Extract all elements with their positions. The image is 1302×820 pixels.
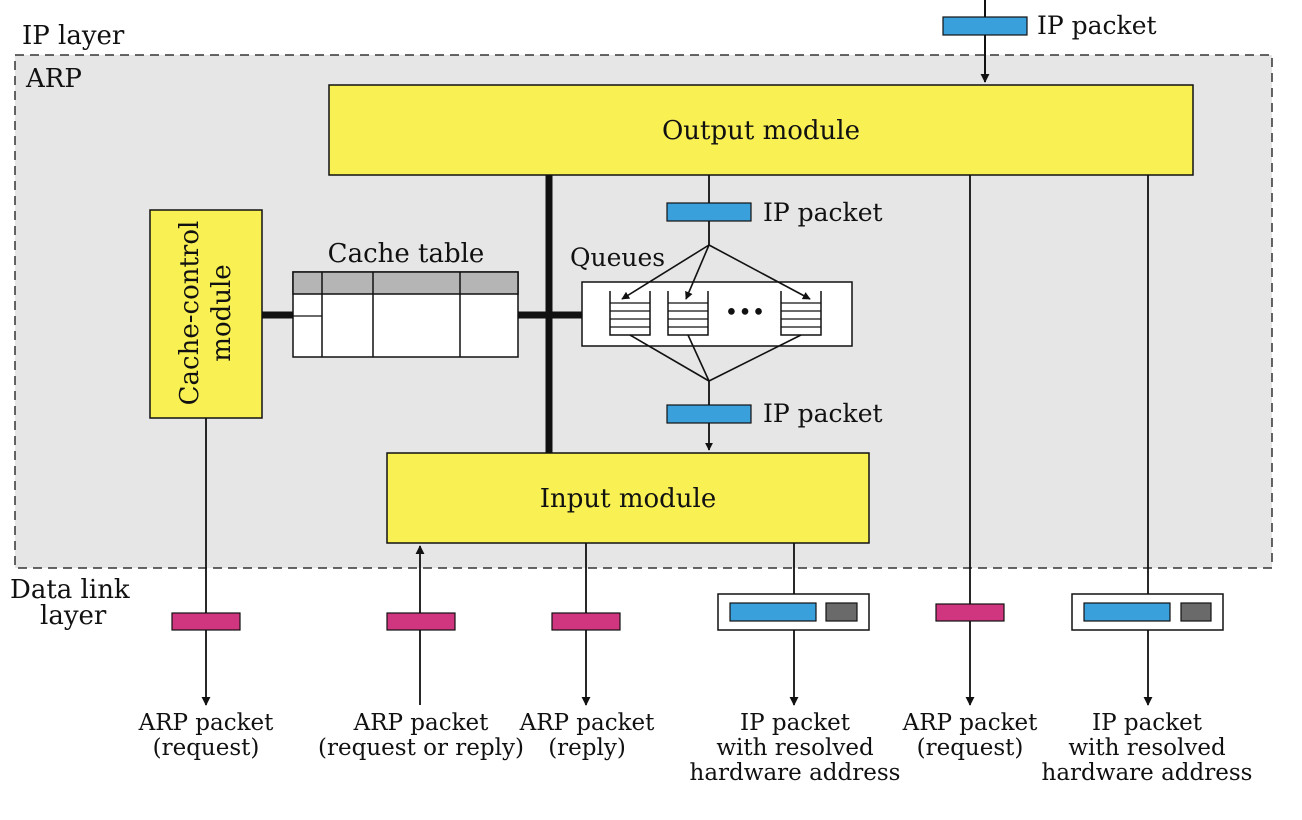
bottom-label-1-line2: (request) — [153, 735, 260, 761]
queue-fanin-line — [708, 334, 802, 382]
queues-ellipsis: ••• — [725, 300, 766, 326]
queues-box — [581, 281, 853, 347]
cache-table — [292, 271, 519, 358]
arp-packet-icon — [935, 603, 1005, 622]
cache-table-title: Cache table — [328, 239, 485, 269]
ip-packet-to-queue-label: IP packet — [763, 198, 883, 227]
arp-packet-icon — [171, 612, 241, 631]
input-module-label: Input module — [540, 484, 717, 514]
output-module — [328, 84, 1194, 176]
bottom-label-3-line1: ARP packet — [519, 710, 656, 736]
arp-packet-icon — [386, 612, 456, 631]
cache-control-module — [149, 209, 263, 419]
bottom-label-6-line3: hardware address — [1042, 760, 1253, 786]
frame-with-hw-address-icon — [1071, 593, 1224, 631]
bottom-label-2-line1: ARP packet — [353, 710, 490, 736]
queue-fanin-line — [687, 334, 710, 382]
queue-fanout-arrow — [708, 244, 811, 300]
ip-packet-icon — [942, 16, 1028, 36]
arp-label: ARP — [25, 64, 82, 94]
cache-control-label-line1: Cache-control — [175, 221, 205, 406]
input-module — [386, 452, 870, 544]
frame-with-hw-address-icon — [717, 593, 870, 631]
queue-fanin-line — [629, 334, 710, 382]
queue-fanout-arrow — [621, 244, 710, 300]
cache-control-label-line2: module — [207, 264, 237, 361]
bottom-label-6-line2: with resolved — [1068, 735, 1226, 761]
bottom-label-4-line1: IP packet — [740, 710, 851, 736]
bottom-label-4-line2: with resolved — [716, 735, 874, 761]
ip-packet-in-label: IP packet — [1037, 11, 1157, 40]
bottom-label-5-line2: (request) — [917, 735, 1024, 761]
queue-n — [780, 291, 822, 336]
data-link-layer-label-line2: layer — [40, 601, 107, 631]
ip-packet-icon — [666, 404, 752, 424]
bottom-label-2-line2: (request or reply) — [318, 735, 524, 761]
bottom-label-5-line1: ARP packet — [902, 710, 1039, 736]
queue-fanout-arrow — [685, 244, 710, 300]
bottom-label-4-line3: hardware address — [690, 760, 901, 786]
arp-packet-icon — [551, 612, 621, 631]
bottom-label-6-line1: IP packet — [1092, 710, 1203, 736]
bottom-label-1-line1: ARP packet — [138, 710, 275, 736]
data-link-layer-label-line1: Data link — [10, 575, 130, 605]
ip-packet-icon — [666, 202, 752, 222]
ip-packet-from-queue-label: IP packet — [763, 399, 883, 428]
bottom-label-3-line2: (reply) — [548, 735, 626, 761]
output-module-label: Output module — [662, 116, 860, 146]
queues-title: Queues — [570, 243, 665, 272]
ip-layer-label: IP layer — [22, 21, 125, 51]
